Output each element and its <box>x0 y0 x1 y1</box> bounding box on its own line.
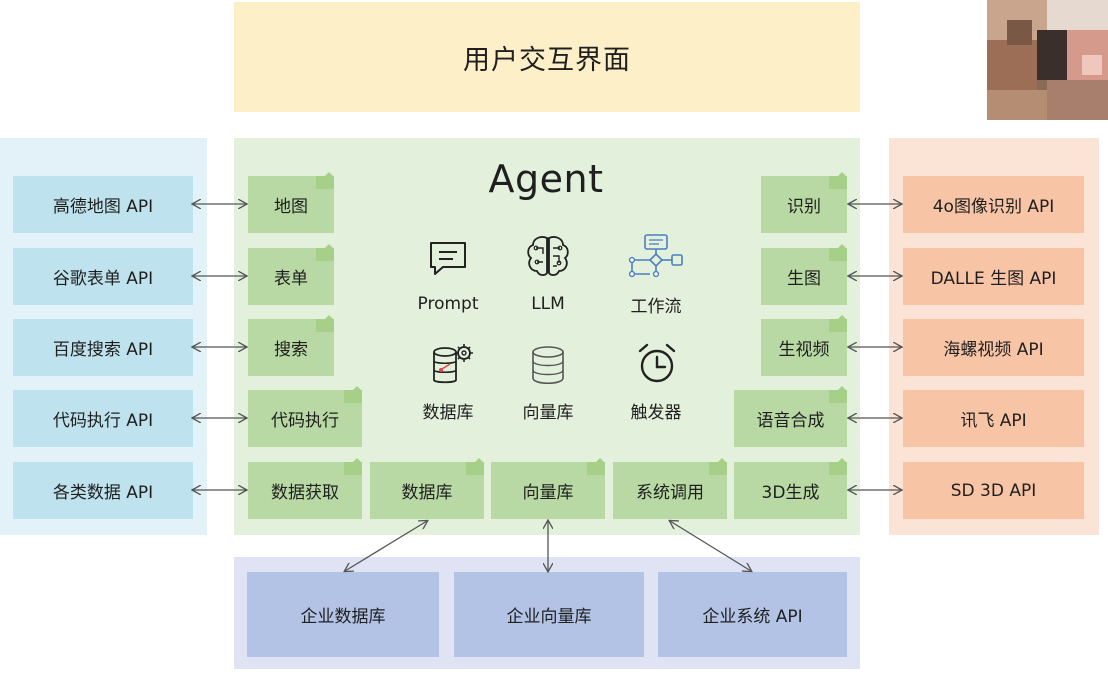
workflow-icon <box>628 234 683 278</box>
enterprise-box: 企业数据库 <box>247 572 439 657</box>
module-corner-marker <box>316 244 334 261</box>
module-corner-marker <box>829 244 847 261</box>
module-corner-marker <box>829 172 847 189</box>
left-api-box: 百度搜索 API <box>13 319 193 376</box>
core-label-vector-db: 向量库 <box>522 402 574 423</box>
module-map: 地图 <box>248 172 334 233</box>
module-corner-marker <box>344 458 362 475</box>
module-search: 搜索 <box>248 315 334 376</box>
database-gear-icon <box>433 344 473 384</box>
module-recognition: 识别 <box>761 172 847 233</box>
module-form: 表单 <box>248 244 334 305</box>
module-corner-marker <box>344 386 362 403</box>
module-speech-synthesis: 语音合成 <box>734 386 847 447</box>
module-corner-marker <box>316 172 334 189</box>
module-3d-gen: 3D生成 <box>734 458 847 519</box>
enterprise-box: 企业向量库 <box>454 572 644 657</box>
webcam-thumbnail <box>987 0 1108 120</box>
left-api-box: 代码执行 API <box>13 390 193 447</box>
vector-database-icon <box>532 346 564 385</box>
module-data-fetch: 数据获取 <box>248 458 362 519</box>
module-code-exec: 代码执行 <box>248 386 362 447</box>
alarm-clock-icon <box>638 343 676 383</box>
core-label-trigger: 触发器 <box>630 402 682 423</box>
user-interface-layer: 用户交互界面 <box>234 2 860 112</box>
module-corner-marker <box>829 458 847 475</box>
module-corner-marker <box>829 386 847 403</box>
enterprise-box: 企业系统 API <box>658 572 847 657</box>
left-api-box: 谷歌表单 API <box>13 248 193 305</box>
module-database: 数据库 <box>370 458 484 519</box>
module-corner-marker <box>466 458 484 475</box>
module-corner-marker <box>316 315 334 332</box>
module-system-call: 系统调用 <box>613 458 727 519</box>
chat-bubble-icon <box>430 242 466 275</box>
left-api-box: 各类数据 API <box>13 462 193 519</box>
module-corner-marker <box>587 458 605 475</box>
core-label-database: 数据库 <box>422 402 474 423</box>
right-api-box: SD 3D API <box>903 462 1084 519</box>
module-video-gen: 生视频 <box>761 315 847 376</box>
module-vector-db: 向量库 <box>491 458 605 519</box>
right-api-box: 4o图像识别 API <box>903 176 1084 233</box>
right-api-box: 海螺视频 API <box>903 319 1084 376</box>
module-image-gen: 生图 <box>761 244 847 305</box>
right-api-box: 讯飞 API <box>903 390 1084 447</box>
core-label-workflow: 工作流 <box>630 296 682 317</box>
module-corner-marker <box>709 458 727 475</box>
module-corner-marker <box>829 315 847 332</box>
core-label-prompt: Prompt <box>417 294 479 314</box>
user-interface-label: 用户交互界面 <box>463 44 631 76</box>
brain-circuit-icon <box>527 236 569 276</box>
agent-title: Agent <box>488 157 604 201</box>
core-label-llm: LLM <box>531 294 565 314</box>
right-api-box: DALLE 生图 API <box>903 248 1084 305</box>
left-api-box: 高德地图 API <box>13 176 193 233</box>
